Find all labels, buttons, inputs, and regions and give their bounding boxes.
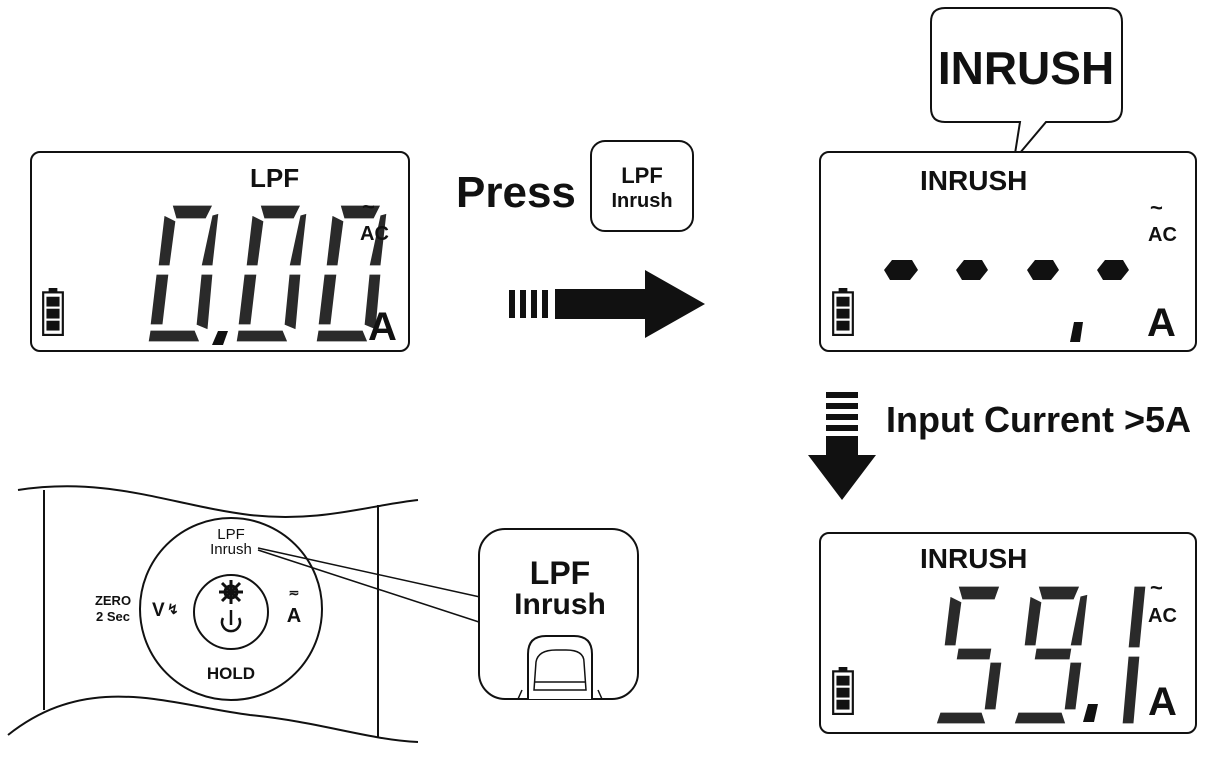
lcd-frame [819,532,1197,734]
current-button[interactable]: ≂ A [287,585,301,627]
inrush-callout: INRUSH [930,7,1123,164]
lcd-unit: A [1148,680,1177,724]
lcd-digit-5 [935,585,1003,725]
button-label-line2: Inrush [210,541,252,558]
condition-label: Input Current >5A [886,399,1191,440]
lpf-inrush-key: LPF Inrush [590,140,694,232]
lcd-digit-1 [1121,585,1147,725]
lcd-digit-0-a [147,204,220,343]
lcd-frame [30,151,410,352]
voltage-button-label: V [152,600,165,621]
key-label-line1: LPF [621,163,663,188]
meter-panel: LPF Inrush ZERO 2 Sec V ↯ ≂ A HOLD LPF I… [7,485,639,743]
key-label-line2: Inrush [611,190,672,212]
lcd-decimal-point [212,331,228,345]
lcd-decimal-point [1083,704,1098,722]
arrow-right-icon [509,270,705,338]
zoom-line [257,549,483,624]
backlight-icon [219,580,243,604]
lcd-unit: A [1147,301,1176,345]
lcd-ac-label: AC [360,223,389,245]
lcd-decimal-point [1070,322,1083,342]
lcd-initial: LPF ~ AC A [30,151,410,352]
zoom-label-line2: Inrush [514,588,606,621]
lcd-dashes [884,260,1129,280]
zero-label: ZERO [95,593,131,608]
lcd-ac-label: AC [1148,224,1177,246]
ac-wave-icon: ~ [1150,195,1163,220]
lcd-digit-9 [1013,585,1089,725]
ac-wave-icon: ~ [362,194,375,219]
button-label-line1: LPF [217,526,245,543]
voltage-button[interactable]: V ↯ [152,600,179,621]
finger-icon [517,635,603,700]
lcd-mode-label: INRUSH [920,543,1027,574]
power-icon [220,610,242,633]
zoom-line [257,547,481,598]
lcd-armed: INRUSH INRUSH ~ AC A [819,7,1197,352]
press-instruction: Press LPF Inrush [456,140,694,232]
ac-wave-icon: ~ [1150,575,1163,600]
lcd-result: INRUSH ~ AC A [819,532,1197,734]
lpf-inrush-button[interactable]: LPF Inrush [210,526,252,558]
arrow-down-icon [808,392,876,500]
lightning-icon: ↯ [167,601,179,617]
current-button-label: A [287,605,301,627]
lcd-digit-0-b [235,204,308,343]
hold-button[interactable]: HOLD [207,664,255,683]
lcd-ac-label: AC [1148,605,1177,627]
lcd-unit: A [368,305,397,349]
lcd-mode-label: LPF [250,163,299,193]
lcd-digit-0-c [315,204,388,343]
zoomed-lpf-inrush-key: LPF Inrush [478,528,639,700]
zoom-label-line1: LPF [530,555,590,591]
press-label: Press [456,168,576,217]
zero-seconds-label: 2 Sec [96,609,130,624]
lcd-frame [819,151,1197,352]
ac-dc-icon: ≂ [289,585,300,600]
callout-label: INRUSH [938,42,1114,94]
lcd-mode-label: INRUSH [920,165,1027,196]
